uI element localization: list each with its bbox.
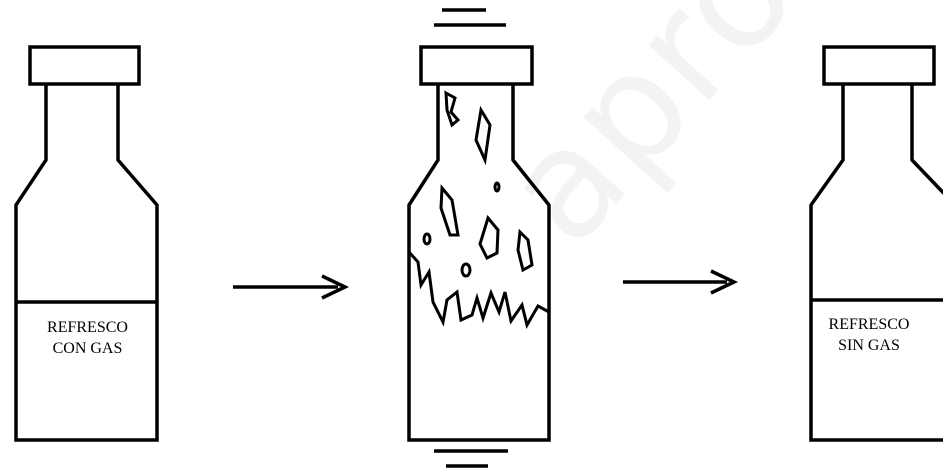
label-line: REFRESCO [19,317,156,338]
label-line: CON GAS [19,338,156,359]
bottle-left [16,47,157,440]
bottle-left-label: REFRESCO CON GAS [19,317,156,359]
bottle-right-cap [824,47,934,84]
foam-edge [409,252,549,325]
bottle-right-label: REFRESCO SIN GAS [814,314,924,356]
bottle-left-cap [30,47,139,84]
bottle-middle [409,10,549,466]
arrow-right-icon [623,271,734,293]
label-line: SIN GAS [814,335,924,356]
bottle-left-body [16,84,157,440]
bottle-middle-cap [421,47,532,84]
bottle-right-body [811,84,943,440]
arrow-right-icon [233,276,345,298]
bottle-right [811,47,943,440]
label-line: REFRESCO [814,314,924,335]
bottle-middle-body [409,84,549,440]
bubbles [409,93,549,325]
